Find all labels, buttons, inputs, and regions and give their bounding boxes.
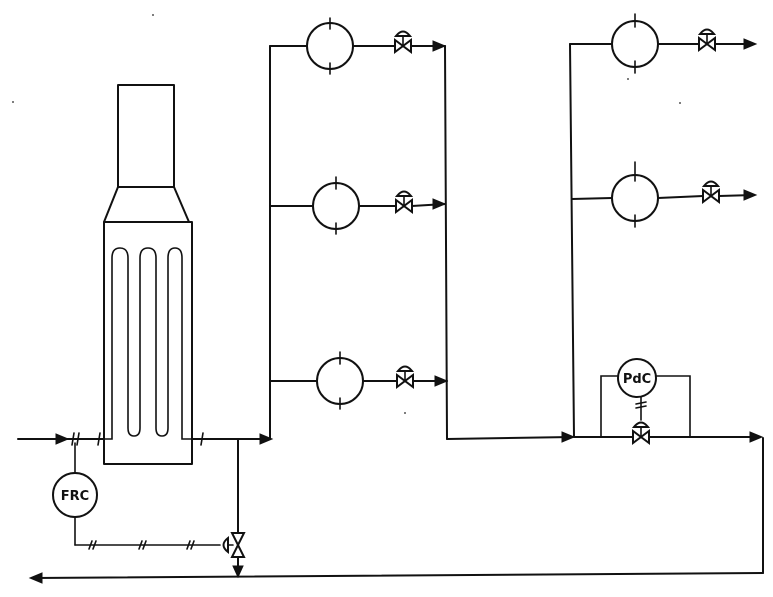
pdc-control-valve xyxy=(632,429,643,445)
flow-arrow xyxy=(434,375,449,387)
flow-arrow xyxy=(432,40,447,52)
pdc-control-valve xyxy=(639,429,650,445)
bank1-valve-3 xyxy=(403,373,414,389)
feed-line xyxy=(17,432,274,446)
frc-label: FRC xyxy=(61,489,89,504)
signal-tick xyxy=(92,540,97,550)
feed-inlet-arrow xyxy=(55,433,70,445)
bank2-inlet-header xyxy=(569,43,575,438)
recycle-valve-top xyxy=(230,532,246,548)
bank2-row2-pipe xyxy=(657,195,704,199)
bank1-to-bank2-pipe xyxy=(446,436,573,440)
flow-arrow xyxy=(743,189,758,201)
pdc-label: PdC xyxy=(623,372,651,387)
pdc-valve-actuator xyxy=(631,421,651,428)
bank1-outlet-header xyxy=(444,45,448,440)
bank2-exchanger-2 xyxy=(611,174,659,222)
bank1-exchanger-1 xyxy=(306,22,354,70)
bank1-exchanger-2 xyxy=(312,182,360,230)
scan-specks xyxy=(12,14,681,414)
return-pipe xyxy=(33,572,764,579)
flow-arrow xyxy=(743,38,758,50)
return-line xyxy=(28,437,764,584)
pipe-tick xyxy=(97,432,101,446)
bank2-valve-1 xyxy=(698,36,709,52)
return-outlet-arrow xyxy=(28,572,43,584)
recycle-arrow xyxy=(232,565,244,579)
bank1-valve-2 xyxy=(395,198,406,214)
flow-control-loop: FRC xyxy=(52,438,246,579)
bank2-valve-2 xyxy=(702,188,713,204)
furnace-firebox xyxy=(103,221,193,465)
valve-actuator xyxy=(697,28,717,35)
bank2-exchanger-1 xyxy=(611,20,659,68)
recycle-valve-bottom xyxy=(230,542,246,558)
signal-tick xyxy=(88,540,93,550)
valve-actuator xyxy=(394,190,414,197)
signal-tick xyxy=(138,540,143,550)
valve-actuator xyxy=(701,180,721,187)
flow-element-tick xyxy=(71,432,75,446)
bank2-valve-1 xyxy=(705,36,716,52)
signal-tick xyxy=(142,540,147,550)
control-valve-actuator xyxy=(222,535,229,555)
furnace-stack xyxy=(117,84,175,188)
furnace-transition xyxy=(103,186,190,223)
bank1-valve-2 xyxy=(402,198,413,214)
valve-actuator xyxy=(393,30,413,37)
bank1-valve-3 xyxy=(396,373,407,389)
flow-arrow xyxy=(561,431,576,443)
furnace-outlet-arrow xyxy=(259,433,274,445)
signal-tick xyxy=(190,540,195,550)
bank1-valve-1 xyxy=(401,38,412,54)
bank2-valve-2 xyxy=(709,188,720,204)
exchanger-bank-1 xyxy=(269,17,576,443)
bank1-valve-1 xyxy=(394,38,405,54)
signal-tick xyxy=(635,401,647,405)
flow-arrow xyxy=(749,431,764,443)
flow-element-tick xyxy=(76,432,80,446)
signal-tick xyxy=(635,405,647,409)
signal-tick xyxy=(186,540,191,550)
bank2-row2-pipe xyxy=(571,197,613,200)
exchanger-bank-2: PdC xyxy=(569,13,764,445)
bank1-exchanger-3 xyxy=(316,357,364,405)
valve-actuator xyxy=(395,365,415,372)
pdc-instrument-bubble xyxy=(617,358,657,398)
furnace-tube-coil xyxy=(77,247,206,440)
flow-arrow xyxy=(432,198,447,210)
furnace xyxy=(77,84,206,465)
